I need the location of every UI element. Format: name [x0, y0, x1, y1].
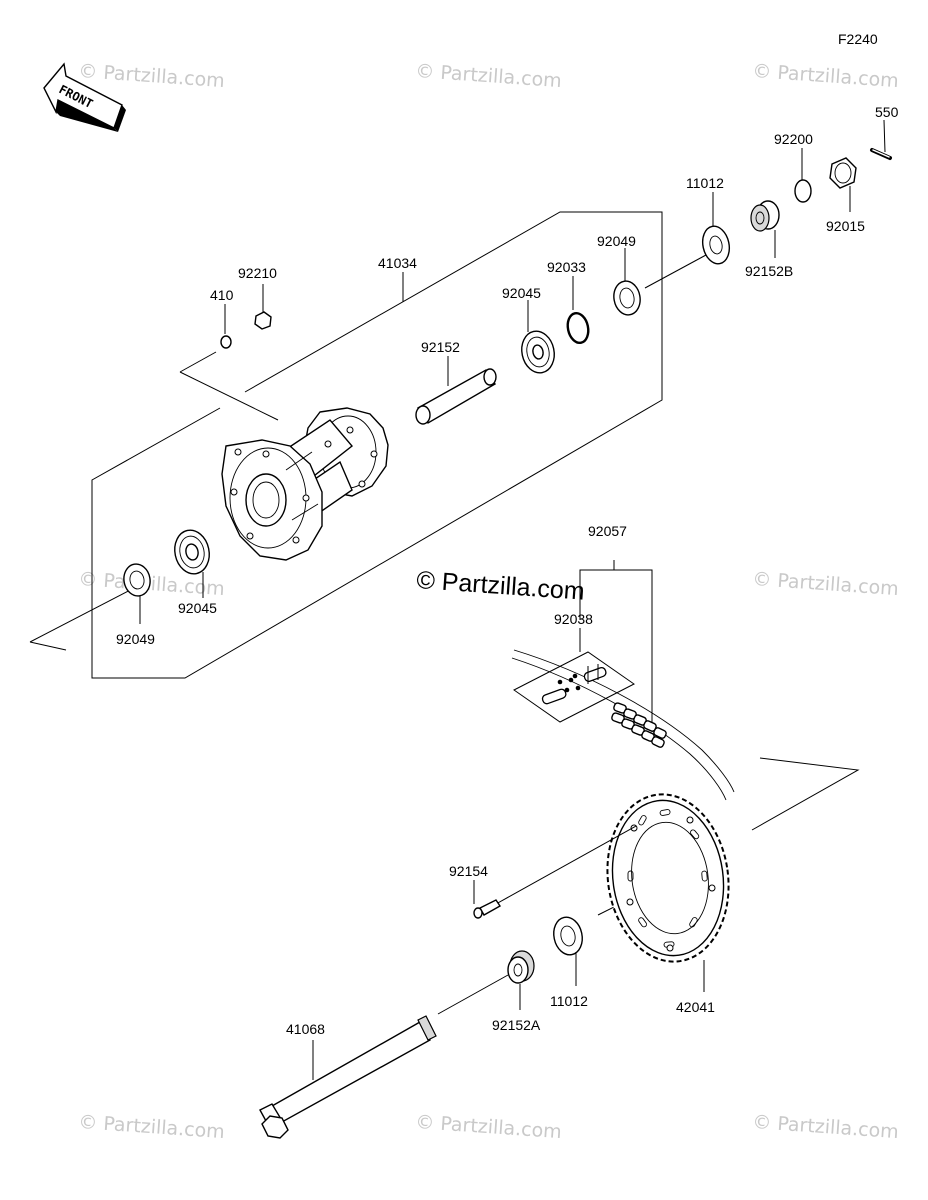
label-92210: 92210 [238, 265, 277, 281]
label-550: 550 [875, 104, 899, 120]
label-92057: 92057 [588, 523, 627, 539]
bolt-92154 [473, 825, 637, 919]
label-92152: 92152 [421, 339, 460, 355]
oil-seal-92049-top [613, 248, 641, 316]
watermark: © Partzilla.com [78, 60, 226, 92]
dust-seal-11012-top [701, 192, 731, 265]
axle-41068 [259, 974, 509, 1139]
label-42041: 42041 [676, 999, 715, 1015]
chain-joint-92038 [513, 628, 635, 723]
label-92152B: 92152B [745, 263, 793, 279]
nut-92210 [254, 284, 272, 330]
spacer-92152 [415, 356, 497, 425]
watermark-main: © Partzilla.com [416, 566, 586, 606]
label-92015: 92015 [826, 218, 865, 234]
watermark: © Partzilla.com [415, 1111, 563, 1143]
label-41068: 41068 [286, 1021, 325, 1037]
hub-group-outline [29, 211, 707, 679]
front-arrow-icon: FRONT [43, 62, 126, 132]
label-11012-top: 11012 [686, 175, 724, 191]
watermark: © Partzilla.com [752, 60, 900, 92]
label-92049-bottom: 92049 [116, 631, 155, 647]
washer-410 [220, 304, 232, 349]
circlip-92033 [566, 276, 590, 345]
chain-92057 [511, 560, 735, 801]
watermark: © Partzilla.com [78, 1111, 226, 1143]
oil-seal-92049-bottom [123, 563, 151, 624]
figure-code: F2240 [838, 31, 878, 47]
label-92049-top: 92049 [597, 233, 636, 249]
label-41034: 41034 [378, 255, 417, 271]
watermark: © Partzilla.com [752, 568, 900, 600]
chain-links [611, 702, 667, 748]
watermark: © Partzilla.com [415, 60, 563, 92]
nut-92015 [829, 157, 857, 212]
dust-seal-11012-bottom [553, 916, 583, 986]
sprocket-42041 [606, 793, 730, 992]
label-92154: 92154 [449, 863, 488, 879]
washer-92200 [794, 148, 812, 203]
label-92033: 92033 [547, 259, 586, 275]
watermark: © Partzilla.com [752, 1111, 900, 1143]
label-92045-top: 92045 [502, 285, 541, 301]
collar-92152A [507, 950, 535, 1010]
label-92152A: 92152A [492, 1017, 541, 1033]
label-11012-bottom: 11012 [550, 993, 588, 1009]
label-92200: 92200 [774, 131, 813, 147]
bearing-92045-bottom [174, 529, 210, 598]
bearing-92045-top [521, 300, 555, 374]
label-92038: 92038 [554, 611, 593, 627]
collar-92152B [750, 200, 780, 258]
rear-hub-41034 [221, 407, 389, 561]
label-410: 410 [210, 287, 234, 303]
cotter-pin-550 [870, 119, 892, 160]
label-92045-bottom: 92045 [178, 600, 217, 616]
